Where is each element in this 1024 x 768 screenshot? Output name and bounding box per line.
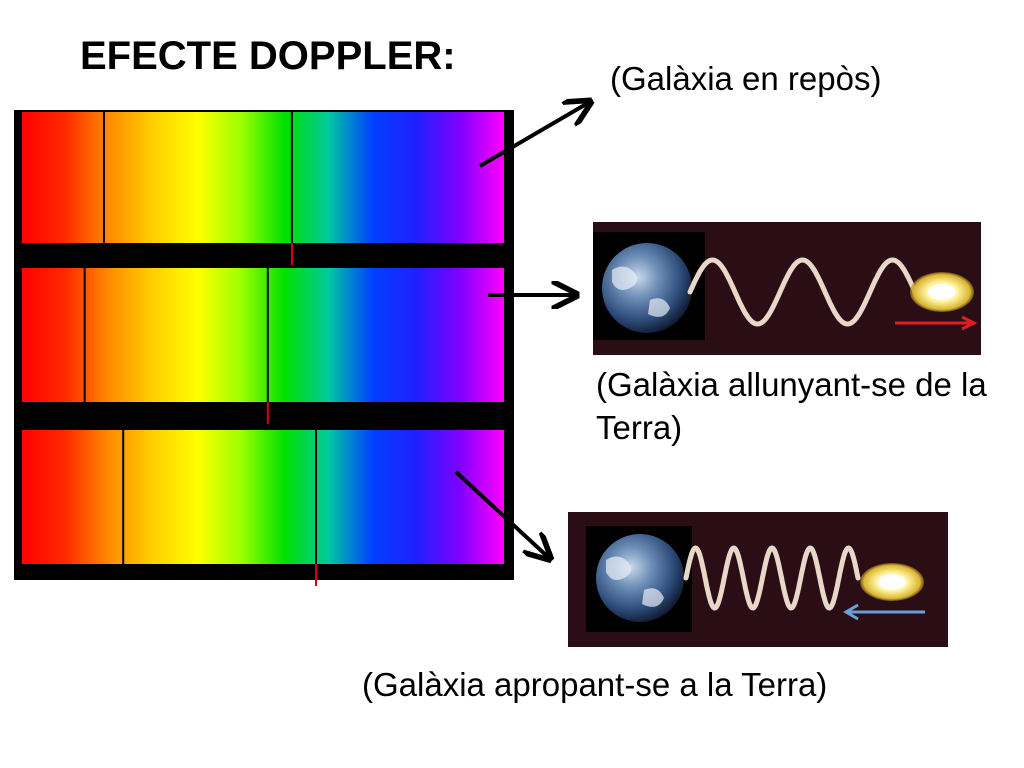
earth-icon (596, 534, 684, 622)
arrow-to-rest (478, 103, 588, 168)
receding-panel (593, 222, 981, 355)
earth-clouds-icon (612, 266, 670, 317)
spectrum-band-away (22, 268, 504, 402)
wave-stretched (687, 257, 918, 327)
earth-icon (602, 243, 692, 333)
label-galaxy-approaching: (Galàxia apropant-se a la Terra) (362, 666, 828, 703)
galaxy-core-icon (928, 284, 956, 300)
page-title: EFECTE DOPPLER: (80, 34, 456, 78)
wave-compressed (683, 545, 861, 611)
earth-clouds-icon (606, 556, 664, 607)
motion-arrow-away-head (961, 315, 978, 331)
spectra-group (22, 112, 504, 586)
motion-arrow-toward-head (843, 603, 859, 621)
approaching-panel (568, 512, 948, 647)
spectrum-band-rest (22, 112, 504, 243)
label-galaxy-rest: (Galàxia en repòs) (610, 60, 882, 97)
galaxy-core-icon (878, 574, 906, 590)
arrow-to-approaching (454, 470, 548, 557)
label-galaxy-receding: (Galàxia allunyant-se de la Terra) (596, 366, 987, 446)
spectrum-band-toward (22, 430, 504, 564)
